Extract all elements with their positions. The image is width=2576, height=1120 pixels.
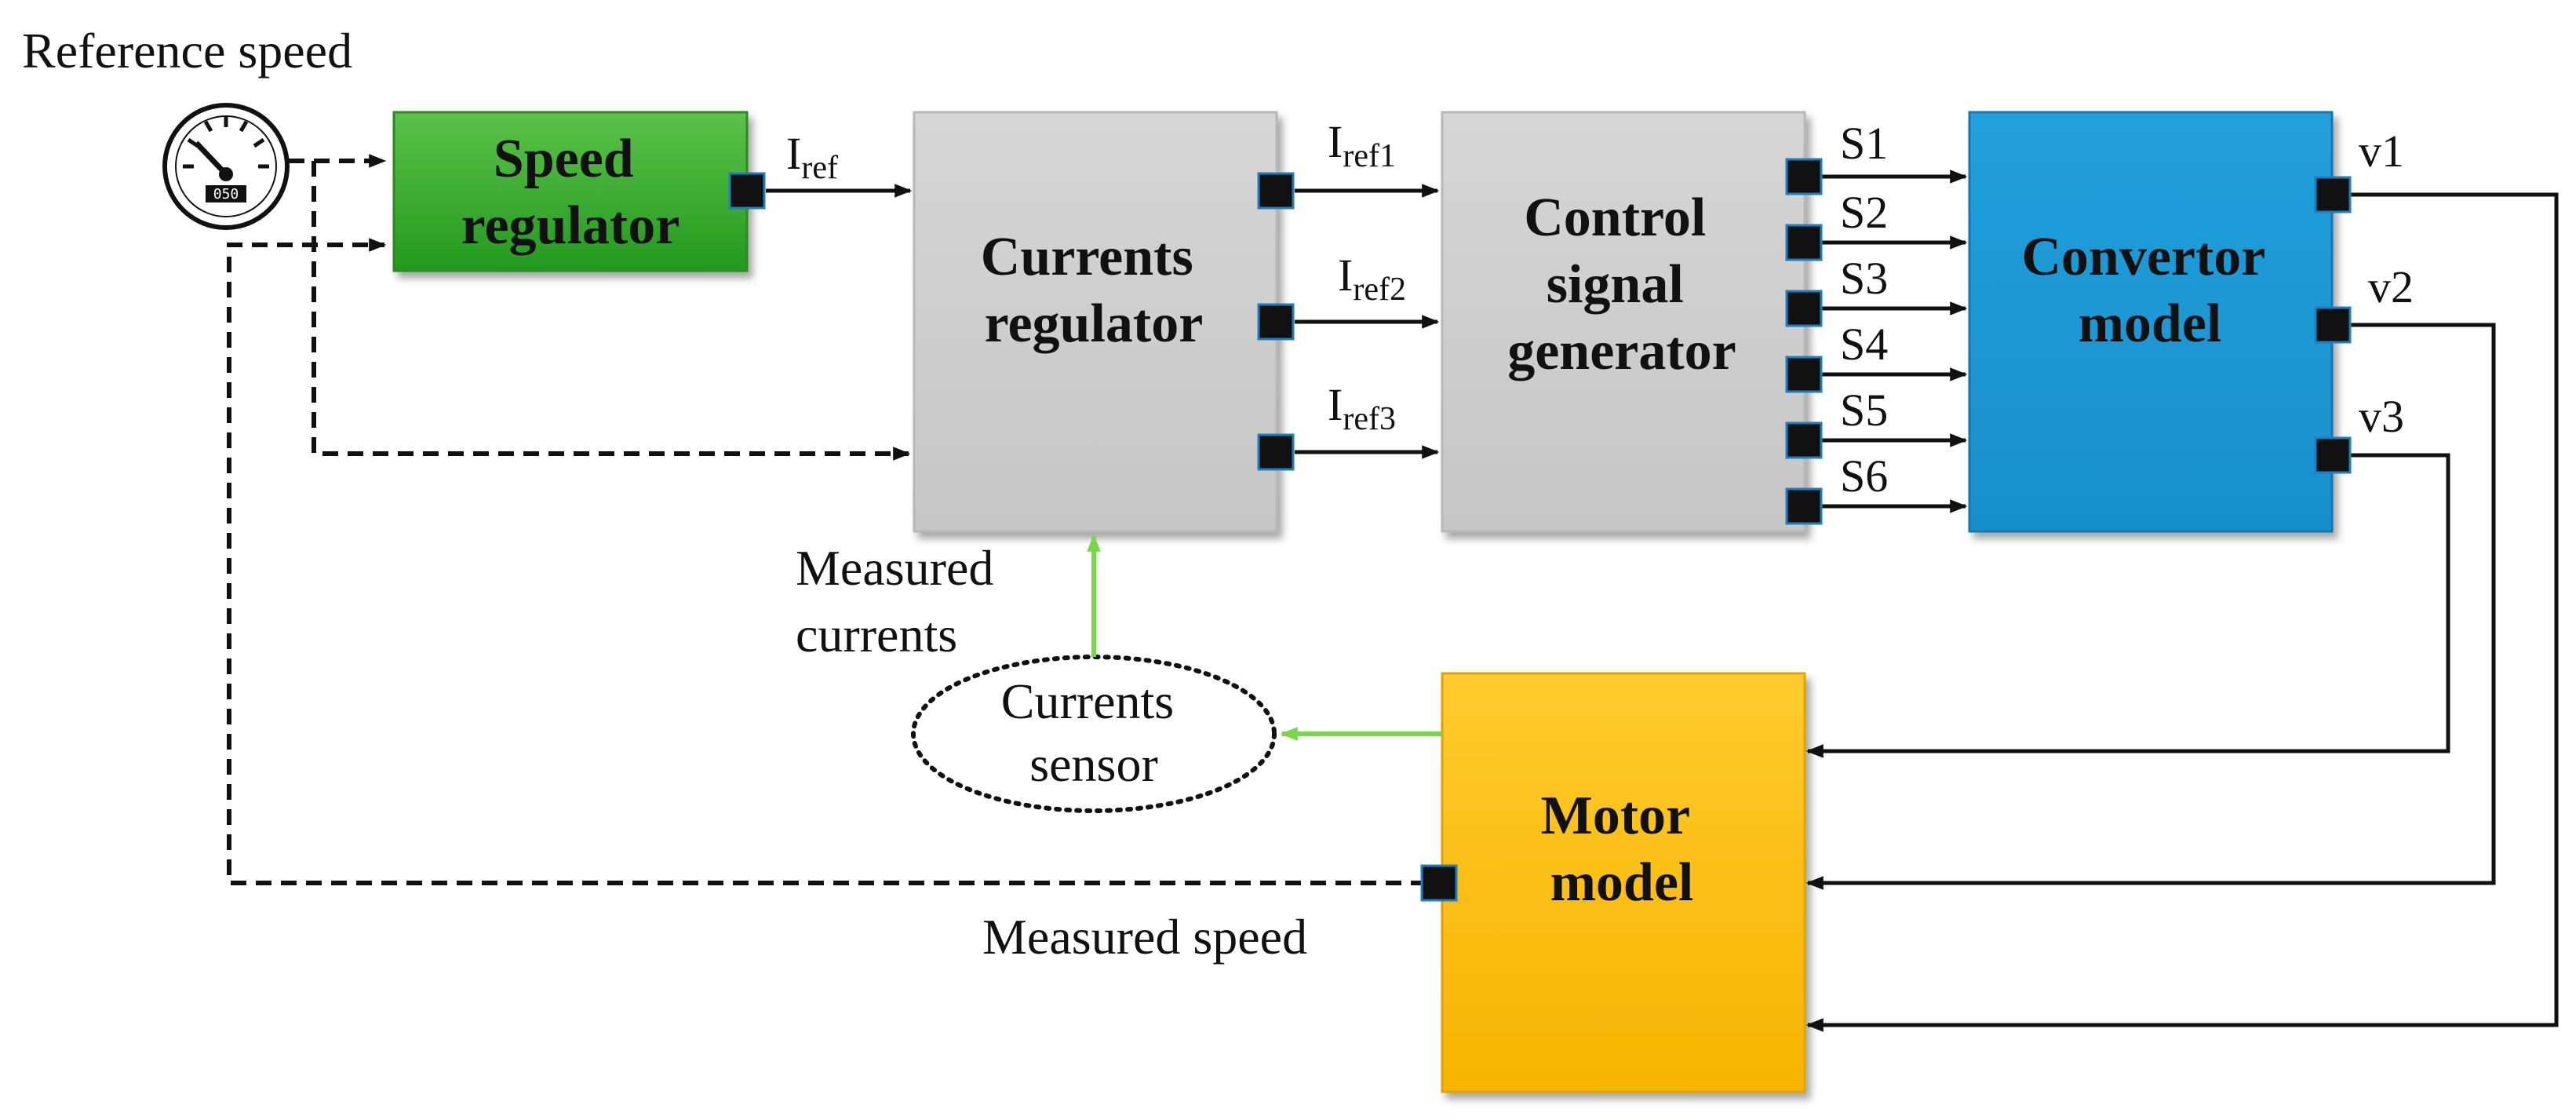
switch-signal-labels: S1 S2 S3 S4 S5 S6 [1840, 118, 1888, 502]
motor-model-block[interactable]: Motor model [1441, 672, 1806, 1093]
iref3-label: Iref3 [1328, 379, 1396, 437]
iref-label: Iref [786, 128, 838, 186]
sensor-label-1: Currents [1001, 673, 1174, 729]
convertor-title-1: Convertor [2021, 227, 2264, 287]
measured-currents-label: Measured currents [796, 540, 1006, 662]
control-title-1: Control [1524, 188, 1706, 248]
s4-label: S4 [1840, 319, 1888, 370]
reference-speed-label: Reference speed [22, 23, 352, 78]
s6-label: S6 [1840, 451, 1888, 502]
current-feedback-lines [1087, 534, 1442, 741]
v1-port [2314, 176, 2352, 213]
v3-port [2314, 436, 2352, 474]
speed-regulator-title-1: Speed [494, 129, 634, 189]
control-signal-generator-block[interactable]: Control signal generator [1441, 111, 1806, 533]
v2-port [2314, 306, 2352, 344]
iref1-port [1257, 172, 1295, 210]
s3-port [1785, 290, 1823, 327]
svg-text:Control signal gen: Control signal generator [1507, 188, 1736, 381]
speedometer-icon: 050 [162, 103, 290, 230]
currents-regulator-title-2: regulator [985, 294, 1204, 354]
v2-label: v2 [2368, 261, 2414, 312]
convertor-model-block[interactable]: Convertor model [1968, 111, 2334, 533]
sensor-label-2: sensor [1029, 736, 1158, 792]
motor-title-1: Motor [1541, 786, 1689, 846]
speed-out-port [728, 172, 766, 210]
s1-port [1785, 158, 1823, 195]
iref2-label: Iref2 [1338, 250, 1406, 308]
s3-label: S3 [1840, 253, 1888, 304]
iref2-port [1257, 303, 1295, 341]
s4-port [1785, 356, 1823, 393]
svg-text:Currents regulator: Currents regulator [981, 227, 1207, 354]
svg-text:Convertor model: Convertor model [2021, 227, 2278, 354]
control-title-2: signal [1547, 254, 1684, 315]
gauge-readout: 050 [213, 186, 239, 202]
s2-label: S2 [1840, 187, 1888, 238]
voltage-labels: v1 v2 v3 [2359, 126, 2414, 442]
measured-speed-label: Measured speed [982, 909, 1307, 965]
currents-regulator-title-1: Currents [981, 227, 1193, 287]
currents-regulator-block[interactable]: Currents regulator [913, 111, 1278, 533]
currents-sensor[interactable]: Currents sensor [911, 655, 1277, 813]
speed-measure-port [1420, 864, 1458, 902]
svg-text:Currents sensor: Currents sensor [1001, 673, 1186, 792]
svg-text:Motor model: Motor model [1541, 786, 1703, 913]
s6-port [1785, 487, 1823, 525]
s2-port [1785, 224, 1823, 261]
signal-lines [766, 170, 2559, 1032]
convertor-title-2: model [2079, 294, 2222, 354]
speed-regulator-block[interactable]: Speed regulator [392, 111, 749, 272]
measured-speed-line [227, 238, 1426, 885]
s5-label: S5 [1840, 385, 1888, 436]
s1-label: S1 [1840, 118, 1888, 169]
iref3-port [1257, 433, 1295, 471]
motor-title-2: model [1550, 852, 1694, 913]
v1-label: v1 [2359, 126, 2404, 177]
reference-speed-lines [289, 154, 911, 461]
s5-port [1785, 421, 1823, 459]
v3-label: v3 [2359, 391, 2404, 442]
control-title-3: generator [1507, 321, 1736, 381]
svg-text:Speed regulator: Speed regulator [461, 129, 680, 256]
iref1-label: Iref1 [1328, 116, 1396, 174]
speed-regulator-title-2: regulator [461, 195, 680, 256]
ports [728, 158, 2352, 902]
